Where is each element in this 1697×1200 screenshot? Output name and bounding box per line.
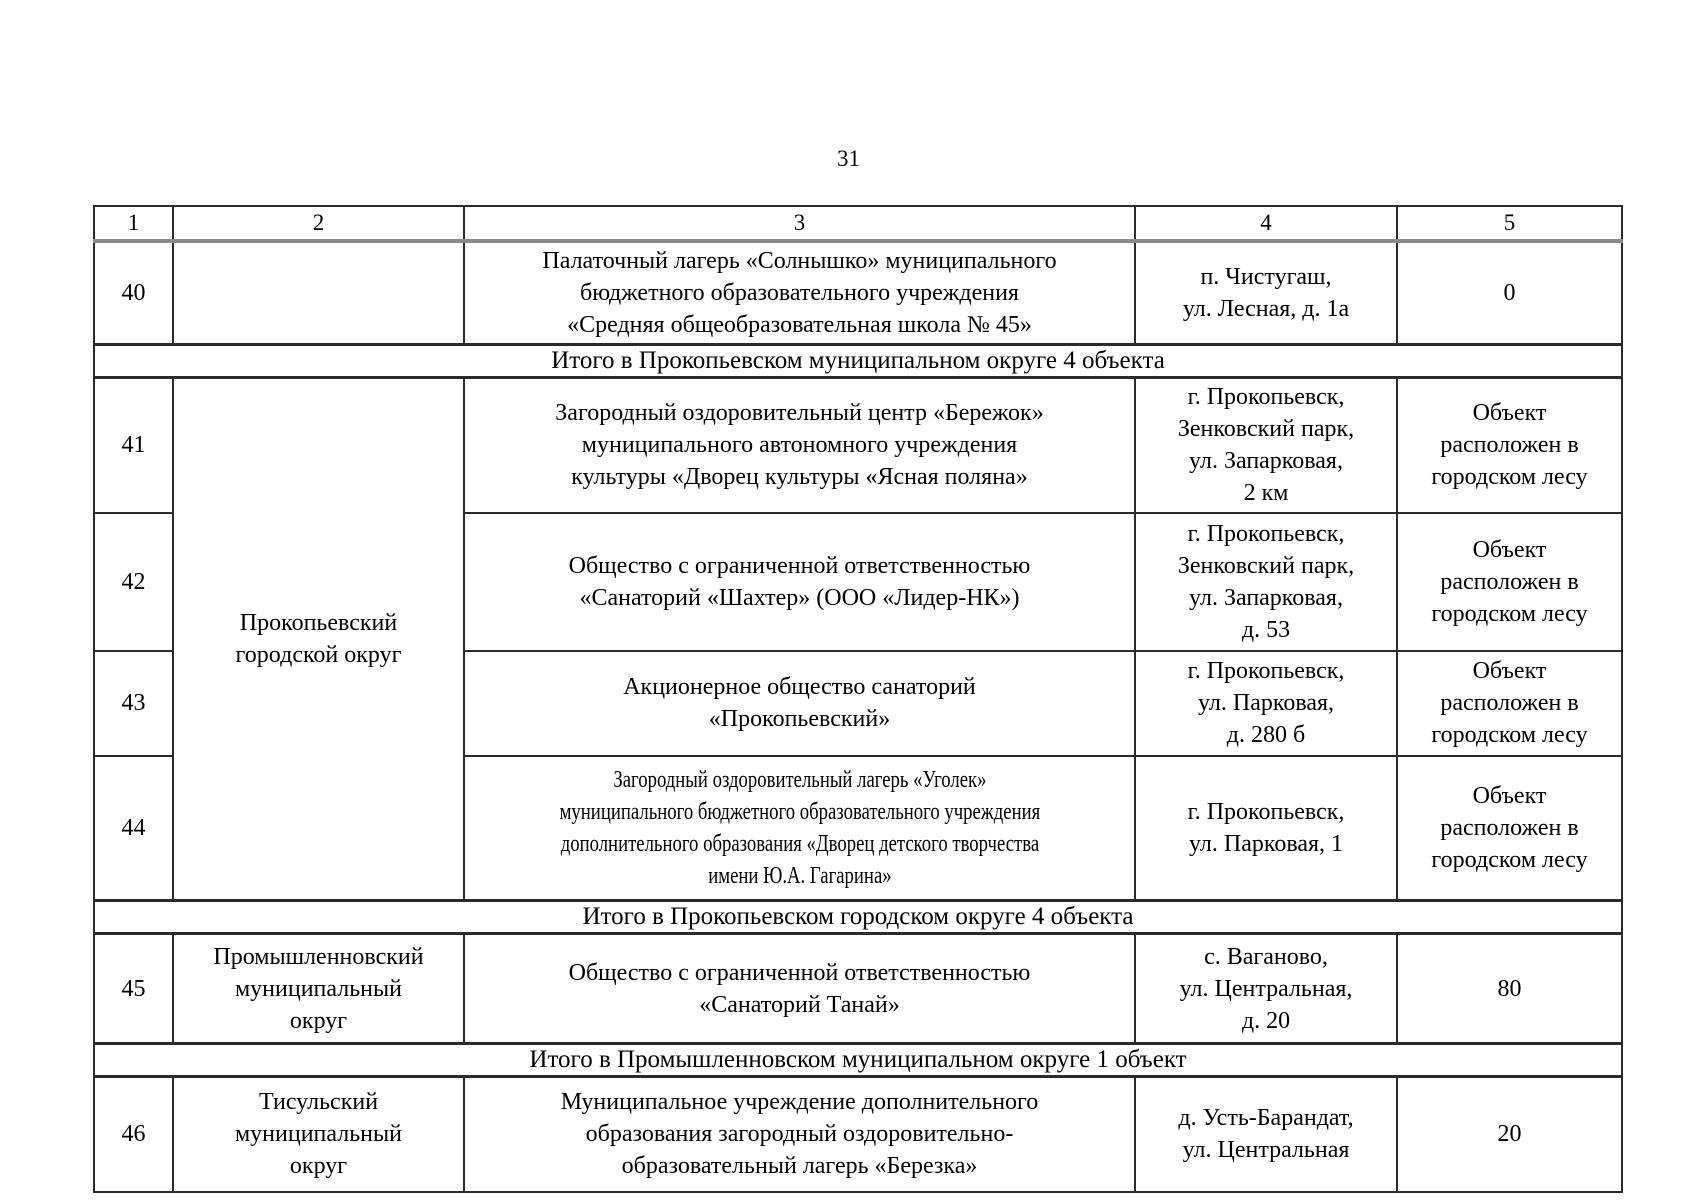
column-header-label: 4	[1260, 210, 1272, 235]
address-text: г. Прокопьевск, ул. Парковая, д. 280 б	[1187, 658, 1345, 748]
table-row-44: 44 Загородный оздоровительный лагерь «Уг…	[93, 754, 1623, 902]
row-number: 43	[121, 690, 146, 716]
column-header-3: 3	[463, 205, 1136, 243]
table-row-45: 45 Промышленновский муниципальный округ …	[93, 932, 1623, 1045]
remark-text: Объект расположен в городском лесу	[1431, 782, 1588, 873]
table-row-40: 40 Палаточный лагерь «Солнышко» муниципа…	[93, 240, 1623, 346]
organization-name-cell: Акционерное общество санаторий «Прокопье…	[463, 649, 1136, 757]
address-cell: с. Ваганово, ул. Центральная, д. 20	[1134, 932, 1398, 1045]
remark-cell: 20	[1396, 1075, 1623, 1193]
facilities-table: 1 2 3 4 5 40 Палаточный лагерь «Солнышко…	[93, 205, 1623, 1193]
subtotal-row: Итого в Промышленновском муниципальном о…	[93, 1042, 1623, 1078]
row-number-cell: 41	[93, 376, 174, 514]
organization-name-cell: Общество с ограниченной ответственностью…	[463, 932, 1136, 1045]
remark-text: 20	[1497, 1121, 1522, 1148]
organization-name: Палаточный лагерь «Солнышко» муниципальн…	[542, 248, 1057, 338]
table-row-42: 42 Общество с ограниченной ответственнос…	[93, 511, 1623, 652]
district-text: Тисульский муниципальный округ	[234, 1089, 402, 1180]
row-number: 41	[121, 432, 146, 459]
district-cell: Тисульский муниципальный округ	[172, 1075, 465, 1193]
subtotal-cell: Итого в Промышленновском муниципальном о…	[93, 1042, 1623, 1078]
organization-name: Загородный оздоровительный лагерь «Уголе…	[559, 766, 1040, 889]
address-text: г. Прокопьевск, Зенковский парк, ул. Зап…	[1177, 520, 1355, 643]
address-text: п. Чистугаш, ул. Лесная, д. 1а	[1182, 264, 1350, 322]
district-cell: Прокопьевский городской округ	[172, 376, 465, 902]
remark-cell: Объект расположен в городском лесу	[1396, 511, 1623, 652]
address-cell: г. Прокопьевск, ул. Парковая, 1	[1134, 754, 1398, 902]
row-number: 42	[121, 568, 146, 595]
district-cell: Промышленновский муниципальный округ	[172, 932, 465, 1045]
column-header-label: 5	[1503, 210, 1516, 235]
organization-name: Акционерное общество санаторий «Прокопье…	[623, 674, 976, 732]
subtotal-row: Итого в Прокопьевском муниципальном окру…	[93, 343, 1623, 379]
column-header-2: 2	[172, 205, 465, 243]
subtotal-row: Итого в Прокопьевском городском округе 4…	[93, 899, 1623, 935]
remark-text: Объект расположен в городском лесу	[1431, 658, 1588, 748]
row-number-cell: 40	[93, 240, 174, 346]
column-header-label: 2	[312, 210, 325, 235]
remark-cell: 0	[1396, 240, 1623, 346]
row-number: 46	[121, 1121, 146, 1148]
column-header-4: 4	[1134, 205, 1398, 243]
address-cell: г. Прокопьевск, ул. Парковая, д. 280 б	[1134, 649, 1398, 757]
district-text: Промышленновский муниципальный округ	[213, 943, 424, 1034]
organization-name: Общество с ограниченной ответственностью…	[568, 552, 1031, 611]
table-row-43: 43 Акционерное общество санаторий «Проко…	[93, 649, 1623, 757]
address-text: г. Прокопьевск, Зенковский парк, ул. Зап…	[1177, 384, 1355, 507]
organization-name-cell: Общество с ограниченной ответственностью…	[463, 511, 1136, 652]
district-cell	[172, 240, 465, 346]
remark-text: Объект расположен в городском лесу	[1431, 536, 1588, 627]
remark-text: Объект расположен в городском лесу	[1431, 400, 1588, 491]
organization-name: Общество с ограниченной ответственностью…	[568, 959, 1031, 1018]
remark-cell: Объект расположен в городском лесу	[1396, 376, 1623, 514]
organization-name: Муниципальное учреждение дополнительного…	[560, 1089, 1039, 1180]
address-cell: п. Чистугаш, ул. Лесная, д. 1а	[1134, 240, 1398, 346]
column-header-label: 1	[127, 210, 140, 235]
organization-name-cell: Загородный оздоровительный центр «Бережо…	[463, 376, 1136, 514]
subtotal-text: Итого в Промышленновском муниципальном о…	[529, 1046, 1187, 1073]
column-header-1: 1	[93, 205, 174, 243]
address-text: г. Прокопьевск, ул. Парковая, 1	[1187, 798, 1345, 857]
row-number-cell: 46	[93, 1075, 174, 1193]
address-cell: г. Прокопьевск, Зенковский парк, ул. Зап…	[1134, 511, 1398, 652]
row-number-cell: 45	[93, 932, 174, 1045]
table-row-46: 46 Тисульский муниципальный округ Муници…	[93, 1075, 1623, 1193]
address-text: с. Ваганово, ул. Центральная, д. 20	[1179, 943, 1353, 1034]
column-header-5: 5	[1396, 205, 1623, 243]
remark-cell: Объект расположен в городском лесу	[1396, 649, 1623, 757]
organization-name-cell: Муниципальное учреждение дополнительного…	[463, 1075, 1136, 1193]
remark-cell: Объект расположен в городском лесу	[1396, 754, 1623, 902]
table-row-41: 41 Прокопьевский городской округ Загород…	[93, 376, 1623, 902]
remark-text: 0	[1503, 280, 1516, 306]
district-text: Прокопьевский городской округ	[235, 610, 402, 668]
address-text: д. Усть-Барандат, ул. Центральная	[1178, 1105, 1354, 1164]
organization-name: Загородный оздоровительный центр «Бережо…	[555, 400, 1044, 491]
address-cell: г. Прокопьевск, Зенковский парк, ул. Зап…	[1134, 376, 1398, 514]
row-number: 45	[121, 975, 146, 1002]
page-number: 31	[837, 146, 860, 171]
row-number: 44	[121, 814, 146, 841]
subtotal-cell: Итого в Прокопьевском муниципальном окру…	[93, 343, 1623, 379]
remark-text: 80	[1497, 975, 1522, 1002]
row-number-cell: 43	[93, 649, 174, 757]
organization-name-cell: Загородный оздоровительный лагерь «Уголе…	[463, 754, 1136, 902]
organization-name-cell: Палаточный лагерь «Солнышко» муниципальн…	[463, 240, 1136, 346]
subtotal-text: Итого в Прокопьевском городском округе 4…	[582, 903, 1134, 930]
remark-cell: 80	[1396, 932, 1623, 1045]
subtotal-text: Итого в Прокопьевском муниципальном окру…	[551, 347, 1165, 374]
column-header-label: 3	[793, 210, 806, 235]
subtotal-cell: Итого в Прокопьевском городском округе 4…	[93, 899, 1623, 935]
column-header-row: 1 2 3 4 5	[93, 205, 1623, 243]
row-number-cell: 44	[93, 754, 174, 902]
row-number: 40	[121, 280, 146, 306]
address-cell: д. Усть-Барандат, ул. Центральная	[1134, 1075, 1398, 1193]
row-number-cell: 42	[93, 511, 174, 652]
